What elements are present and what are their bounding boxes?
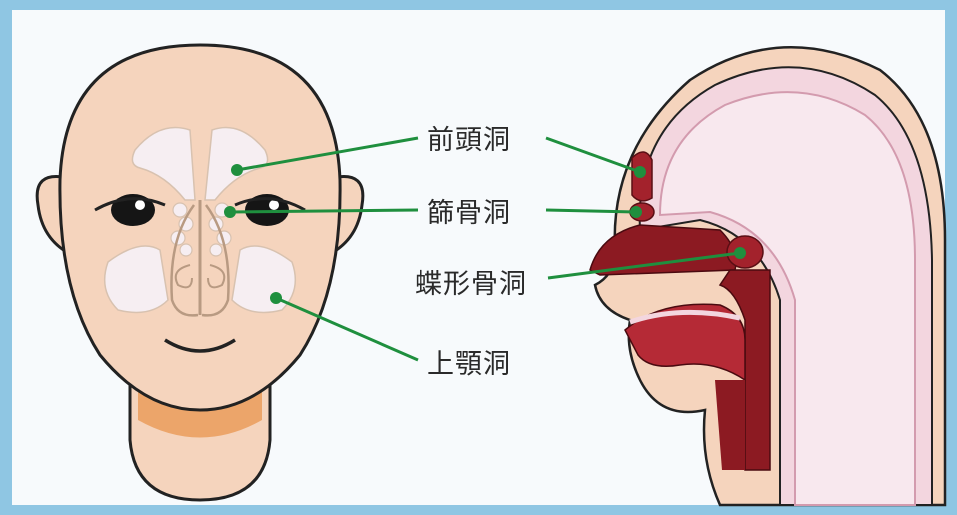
label-ethmoid-sinus: 篩骨洞	[427, 191, 511, 230]
sagittal-head-illustration	[590, 47, 945, 505]
leader-ethmoid-right	[546, 210, 636, 212]
label-maxillary-sinus: 上顎洞	[427, 342, 511, 381]
label-frontal-sinus: 前頭洞	[427, 118, 511, 157]
nasal-cavity-sagittal	[590, 225, 736, 275]
leader-ethmoid-left	[230, 210, 418, 212]
front-face-illustration	[37, 45, 363, 500]
label-sphenoid-sinus: 蝶形骨洞	[415, 262, 527, 301]
leader-frontal-right	[546, 138, 640, 172]
